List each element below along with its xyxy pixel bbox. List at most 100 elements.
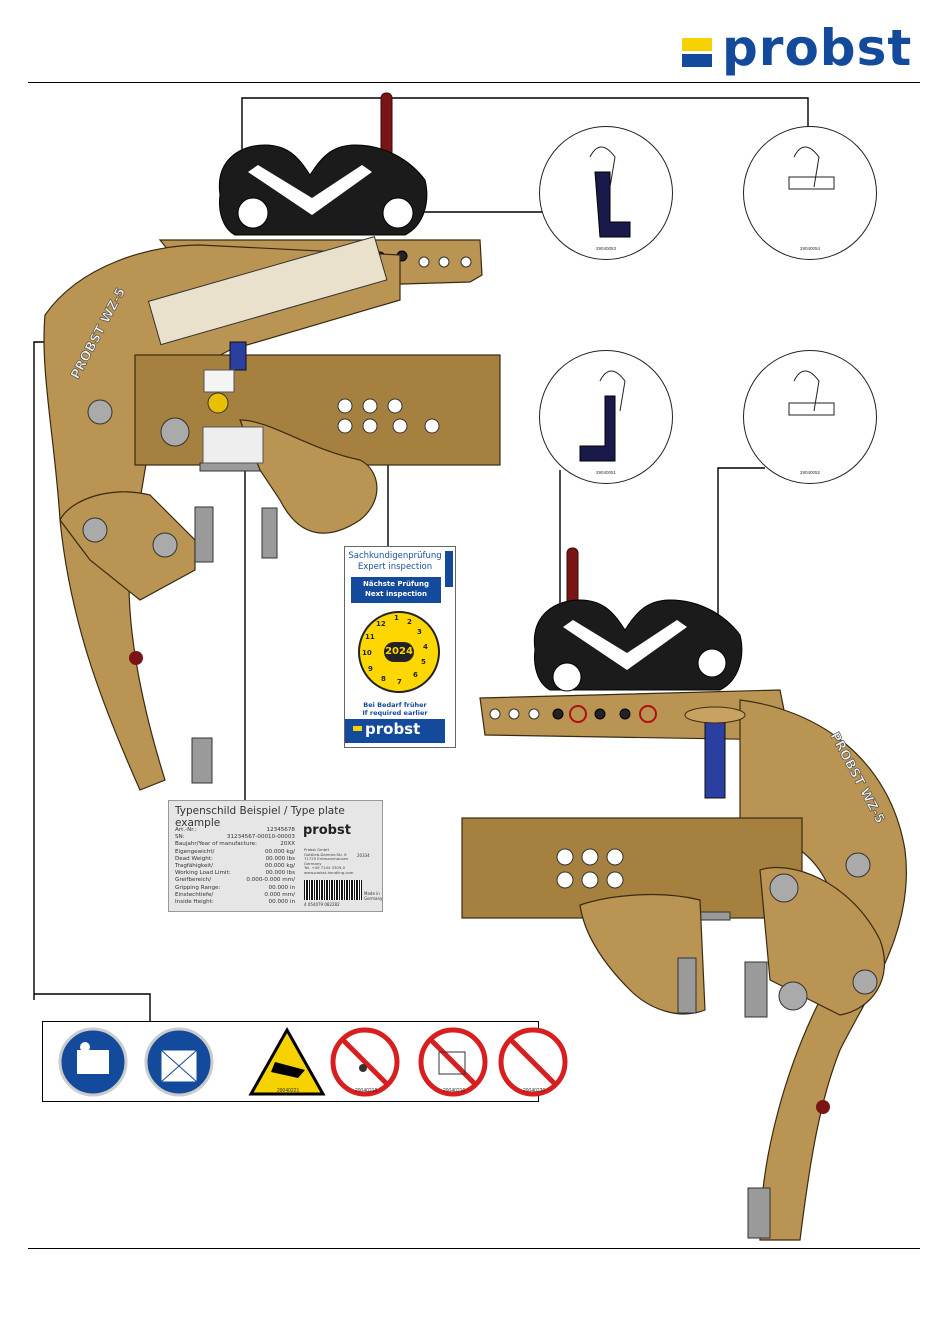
next-inspection-band: Nächste Prüfung Next inspection — [351, 577, 441, 603]
sign-strip-1 — [147, 235, 388, 346]
month-2: 2 — [407, 618, 412, 626]
type-plate-row-label: Tragfähigkeit/ — [175, 863, 214, 870]
bolt-1b — [160, 417, 190, 447]
footer-rule — [28, 1248, 920, 1249]
leader-line-mid-right — [717, 467, 765, 663]
inspection-sticker: Sachkundigenprüfung Expert inspection Nä… — [344, 546, 456, 748]
type-plate-address-line: 71729 Erdmannhausen — [304, 856, 349, 862]
grip-pad-2b — [744, 961, 768, 1018]
read-manual-icon — [58, 1027, 128, 1097]
protective-device-icon — [144, 1027, 214, 1097]
month-6: 6 — [413, 671, 418, 679]
inspection-title-de: Sachkundigenprüfung — [348, 551, 442, 561]
shackle-1 — [218, 144, 428, 236]
shackle-slot-2 — [563, 620, 687, 670]
next-inspection-en: Next inspection — [365, 590, 427, 598]
bolt-1d — [152, 532, 178, 558]
type-plate-barcode-number: 4 054079 082282 — [304, 902, 340, 907]
detail-marker-1a — [237, 197, 269, 229]
sticker-logo-mark — [353, 726, 362, 731]
logo-wordmark: probst — [722, 19, 913, 77]
detail-inset-top-left: 29040053 — [539, 126, 673, 260]
type-plate-address-line: Gottlieb-Daimler-Str. 6 — [304, 851, 347, 857]
bolt-2b — [845, 852, 871, 878]
type-plate-row-value: 00.000 lbs — [265, 870, 295, 877]
grip-pad-1a — [194, 506, 214, 563]
type-plate-row-value: 20XX — [280, 841, 295, 848]
type-plate-row-value: 12345678 — [266, 827, 295, 833]
grip-pad-1b — [261, 507, 278, 559]
type-plate-row-label: Einstechtiefe/ — [175, 891, 214, 898]
type-plate-row: Tragfähigkeit/00.000 kg/ — [175, 863, 295, 870]
type-plate-row-label: Art.-Nr.: — [175, 827, 197, 833]
type-plate-logo: probst — [303, 823, 351, 838]
inspection-seal: 2024 — [358, 611, 440, 693]
rail-holes-2 — [556, 848, 624, 889]
inspection-early: Bei Bedarf früher If required earlier — [345, 701, 445, 717]
foot-pad-2 — [747, 1187, 771, 1239]
rail-holes-1 — [337, 398, 440, 434]
mini-inspection-label — [203, 369, 235, 393]
type-plate-row-label: Baujahr/Year of manufacture: — [175, 841, 257, 848]
no-standing-under-load-icon — [330, 1027, 400, 1097]
inspection-early-de: Bei Bedarf früher — [363, 701, 427, 709]
mini-type-plate — [202, 426, 264, 464]
bolt-1a — [87, 399, 113, 425]
detail-code: 29040053 — [595, 246, 617, 251]
type-plate-row: Eigengewicht/00.000 kg/ — [175, 849, 295, 856]
logo-blue-block — [682, 54, 712, 67]
leader-line-signs-box — [34, 993, 151, 1021]
type-plate-address-line: Tel. +49 7144 3309-0 — [304, 865, 346, 871]
no-side-pull-icon — [498, 1027, 568, 1097]
inspection-year: 2024 — [384, 642, 414, 662]
bolt-1c — [82, 517, 108, 543]
sticker-logo-bar: probst — [345, 719, 445, 743]
foot-pad-1 — [191, 737, 213, 784]
no-damaged-material-icon — [418, 1027, 488, 1097]
type-plate-row: Gripping Range: 00.000 in — [175, 885, 295, 892]
month-5: 5 — [421, 658, 426, 666]
type-plate-row-label: SN: — [175, 834, 185, 841]
type-plate-row: Art.-Nr.: 12345678 — [175, 827, 295, 834]
type-plate-address-line: www.probst-handling.com — [304, 869, 354, 875]
detail-marker-2a — [552, 662, 582, 692]
month-8: 8 — [381, 675, 386, 683]
month-4: 4 — [423, 643, 428, 651]
header-rule — [28, 82, 920, 83]
month-11: 11 — [365, 633, 375, 641]
type-plate-row: Dead Weight:00.000 lbs — [175, 856, 295, 863]
type-plate-row-label: Gripping Range: — [175, 884, 221, 891]
detail-inset-top-right: 29040054 — [743, 126, 877, 260]
spindle-1 — [229, 341, 247, 371]
month-3: 3 — [417, 628, 422, 636]
jaw-plate-1b — [239, 419, 378, 534]
sticker-logo-text: probst — [365, 720, 421, 738]
red-knob-2 — [816, 1100, 830, 1114]
type-plate-address-code: 20334 — [357, 853, 370, 858]
type-plate-row-value: 00.000 in — [268, 899, 295, 906]
month-1: 1 — [394, 614, 399, 622]
type-plate-barcode — [304, 880, 362, 900]
type-plate-row-label: Inside Height: — [175, 899, 214, 906]
red-knob-1 — [129, 651, 143, 665]
type-plate-row: Einstechtiefe/0.000 mm/ — [175, 892, 295, 899]
type-plate-row-value: 00.000 in — [268, 884, 295, 891]
detail-inset-mid-right: 29040052 — [743, 350, 877, 484]
inspection-title: Sachkundigenprüfung Expert inspection — [345, 551, 445, 573]
detail-inset-mid-left: 29040051 — [539, 350, 673, 484]
safety-sign-code: 29040218 — [355, 1088, 377, 1094]
type-plate-row: Greifbereich/0.000-0.000 mm/ — [175, 877, 295, 884]
type-plate-row: Working Load Limit: 00.000 lbs — [175, 870, 295, 877]
type-plate-row-value: 0.000-0.000 mm/ — [246, 877, 295, 884]
type-plate-row-value: 31234567-00010-00003 — [226, 834, 295, 841]
grip-pad-2a — [677, 957, 697, 1014]
type-plate-row-label: Working Load Limit: — [175, 870, 231, 877]
bolt-2c — [778, 981, 808, 1011]
spindle-handle-2 — [684, 706, 746, 724]
type-plate-row-value: 0.000 mm/ — [264, 891, 295, 898]
shackle-2 — [533, 599, 743, 691]
